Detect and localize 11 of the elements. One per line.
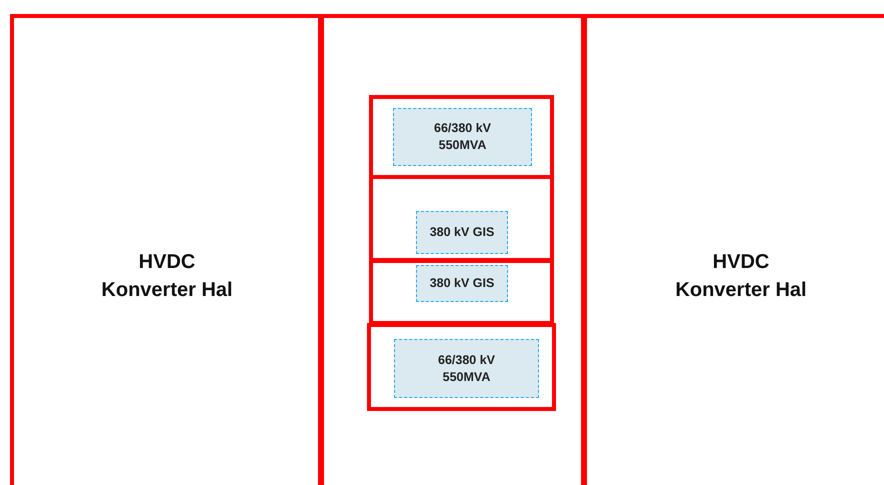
hall-area [318, 14, 587, 485]
hall-area [581, 14, 884, 485]
hall-label: HVDC Konverter Hal [674, 250, 808, 303]
equipment-bay [367, 323, 556, 411]
hall-area [10, 14, 324, 485]
equipment-label: 380 kV GIS [416, 265, 508, 302]
equipment-bay [369, 258, 554, 325]
equipment-label: 380 kV GIS [416, 211, 508, 254]
hall-label: HVDC Konverter Hal [100, 250, 234, 303]
equipment-label: 66/380 kV 550MVA [393, 108, 532, 166]
equipment-label: 66/380 kV 550MVA [394, 339, 539, 398]
